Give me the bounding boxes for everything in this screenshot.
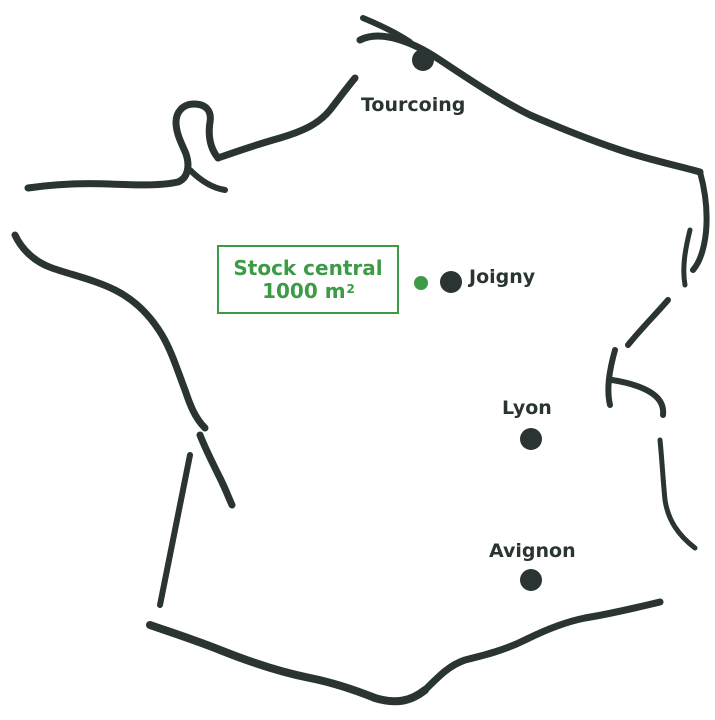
- city-label-tourcoing: Tourcoing: [361, 94, 466, 116]
- stock-central-box: Stock central 1000 m2: [217, 245, 399, 314]
- stock-dot: [414, 276, 428, 290]
- outline-north-top: [360, 15, 413, 45]
- outline-jura: [625, 297, 671, 348]
- city-label-lyon: Lyon: [502, 397, 552, 419]
- stock-box-area: 1000 m: [262, 278, 346, 303]
- outline-brittany-north: [187, 167, 228, 193]
- outline-normandy-coast: [214, 74, 359, 162]
- outline-brittany-west: [11, 231, 209, 432]
- outline-pyrenees: [146, 621, 429, 706]
- stock-box-line1: Stock central: [233, 255, 383, 280]
- outline-cotentin: [24, 100, 222, 192]
- outline-north-coast: [356, 32, 704, 176]
- city-dot-avignon: [520, 569, 542, 591]
- city-dot-joigny: [440, 271, 462, 293]
- stock-box-area-unit-exponent: 2: [346, 281, 355, 296]
- stock-box-line2: 1000 m2: [262, 278, 355, 303]
- city-label-avignon: Avignon: [489, 540, 576, 562]
- outline-alsace: [681, 227, 693, 288]
- outline-landes: [157, 452, 193, 608]
- outline-alps-south: [657, 437, 698, 551]
- outline-swiss: [605, 347, 618, 408]
- city-dot-tourcoing: [412, 49, 434, 71]
- outline-east-border: [690, 169, 710, 273]
- city-dot-lyon: [520, 428, 542, 450]
- outline-alps: [609, 377, 667, 418]
- city-label-joigny: Joigny: [469, 266, 536, 288]
- outline-mediterranean: [421, 598, 664, 694]
- outline-atlantic: [196, 431, 236, 509]
